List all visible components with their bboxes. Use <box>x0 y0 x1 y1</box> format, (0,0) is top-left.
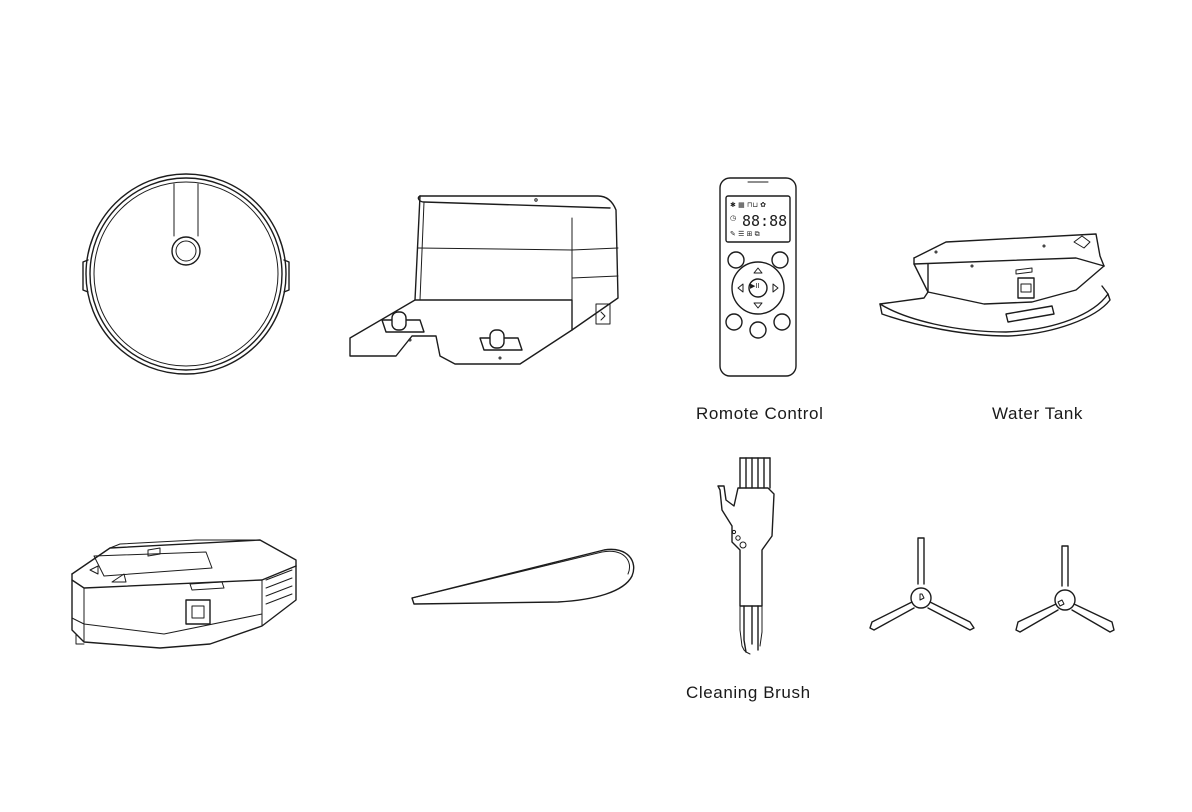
remote-control-icon: ✱ ▦ ⊓⊔ ✿ ◷ 88:88 ✎ ☰ ⊞ ⧉ ▶II <box>718 176 798 378</box>
caption-remote-control: Romote Control <box>696 404 823 424</box>
caption-water-tank: Water Tank <box>992 404 1083 424</box>
remote-display-digits: 88:88 <box>742 212 787 230</box>
cleaning-brush-icon <box>710 454 780 666</box>
water-tank-icon <box>876 222 1116 340</box>
remote-center-key: ▶II <box>750 282 760 290</box>
dustbin-icon <box>64 530 308 658</box>
caption-cleaning-brush: Cleaning Brush <box>686 683 811 703</box>
svg-text:✎ ☰ ⊞ ⧉: ✎ ☰ ⊞ ⧉ <box>730 230 760 238</box>
side-brush-icon <box>1010 542 1124 642</box>
svg-text:◷: ◷ <box>730 214 737 222</box>
mop-cloth-icon <box>408 544 640 608</box>
charging-dock-icon <box>340 188 630 373</box>
robot-vacuum-icon <box>78 168 298 383</box>
side-brush-icon <box>866 532 980 632</box>
svg-text:✱ ▦ ⊓⊔ ✿: ✱ ▦ ⊓⊔ ✿ <box>730 201 766 209</box>
